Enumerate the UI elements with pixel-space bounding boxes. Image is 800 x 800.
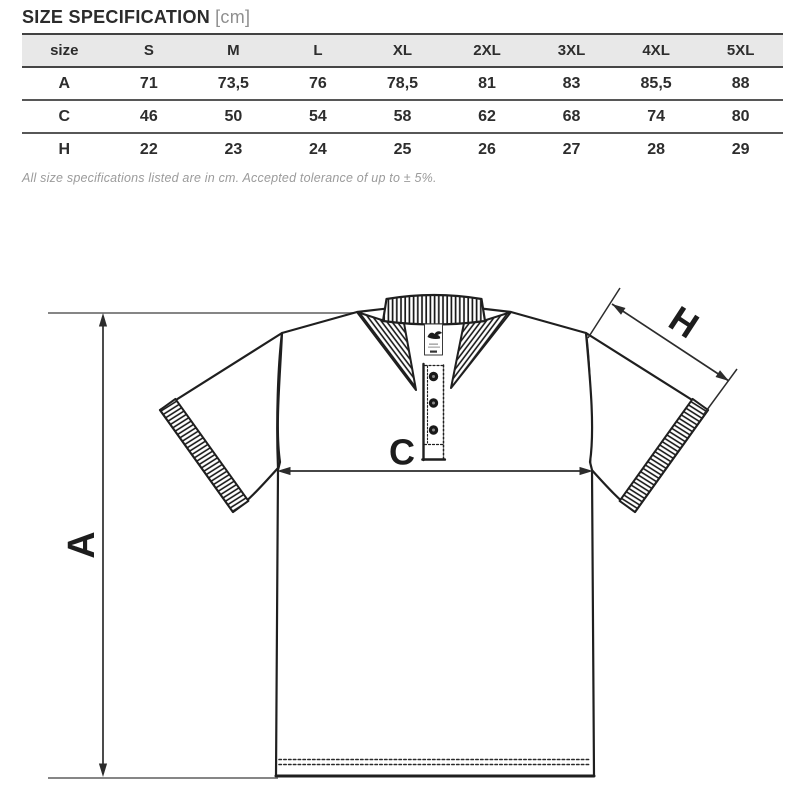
measurement-value: 74 (647, 107, 665, 125)
arrow-downright-icon (715, 370, 729, 381)
measurement-value: 58 (393, 107, 412, 125)
measurement-value: 85,5 (640, 74, 672, 92)
measurement-value: 78,5 (386, 74, 419, 92)
size-table: size S M L XL 2XL 3XL 4XL 5XL A 71 73,5 76 78,5 81 83 8… (22, 33, 783, 165)
size-column-header: 3XL (557, 42, 586, 59)
collar-back-band (381, 293, 487, 326)
garment-diagram: A C H (48, 287, 738, 779)
measurement-value: 88 (731, 74, 750, 92)
measurement-value: 29 (731, 140, 750, 158)
size-column-header: L (313, 42, 323, 59)
torso (274, 301, 596, 778)
size-header-row: size S M L XL 2XL 3XL 4XL 5XL (22, 34, 783, 67)
size-column-header: 2XL (473, 42, 501, 59)
dimension-h-extension-1 (587, 287, 621, 339)
measurement-value: 54 (309, 107, 327, 125)
dimension-h-extension-2 (703, 368, 738, 415)
brand-bird-logo (427, 331, 442, 339)
measurement-value: 76 (309, 74, 327, 92)
measurement-value: 24 (309, 140, 327, 158)
measurement-value: 26 (478, 140, 496, 158)
measurement-value: 62 (478, 107, 496, 125)
size-column-header: 4XL (642, 42, 670, 59)
measurement-row: C 46 50 54 58 62 68 74 80 (22, 100, 783, 133)
title-unit: [cm] (215, 7, 251, 27)
title-text: SIZE SPECIFICATION (22, 7, 211, 27)
size-column-header: 5XL (726, 42, 755, 59)
button-placket (421, 362, 447, 462)
page-title: SIZE SPECIFICATION[cm] (22, 7, 250, 28)
measurement-value: 68 (562, 107, 581, 125)
measurement-row: A 71 73,5 76 78,5 81 83 85,5 88 (22, 67, 783, 100)
tolerance-footnote: All size specifications listed are in cm… (22, 171, 437, 185)
arrow-down-icon (98, 763, 108, 777)
measurement-value: 50 (224, 107, 243, 125)
dimension-a-label: A (61, 531, 103, 558)
measurement-value: 71 (139, 74, 158, 92)
polo-shirt-drawing (158, 293, 710, 778)
neck-label (424, 323, 443, 356)
arrow-upleft-icon (612, 304, 626, 315)
arrow-right-icon (579, 466, 593, 476)
measurement-value: 22 (139, 140, 158, 158)
measurement-value: 80 (731, 107, 750, 125)
measurement-value: 23 (224, 140, 243, 158)
placket-buttons (428, 371, 439, 435)
measurement-value: 28 (647, 140, 665, 158)
arrow-up-icon (98, 313, 108, 327)
size-column-header: M (227, 42, 240, 59)
measurement-row: H 22 23 24 25 26 27 28 29 (22, 133, 783, 165)
measurement-label: A (58, 74, 71, 92)
arrow-left-icon (277, 466, 291, 476)
measurement-value: 73,5 (217, 74, 249, 92)
measurement-label: C (58, 107, 71, 125)
size-column-header: XL (392, 42, 413, 59)
dimension-c-label: C (389, 432, 415, 473)
dimension-c (277, 466, 593, 476)
measurement-label: H (58, 140, 71, 158)
right-cuff-rib (618, 397, 709, 513)
measurement-value: 83 (562, 74, 581, 92)
dimension-a (98, 313, 108, 777)
dimension-h (587, 287, 738, 415)
left-cuff-rib (159, 397, 250, 513)
measurement-value: 46 (139, 107, 158, 125)
dimension-h-line (611, 303, 730, 382)
size-column-header: S (143, 42, 154, 59)
measurement-value: 25 (393, 140, 412, 158)
dimension-h-label: H (662, 298, 706, 347)
measurement-value: 27 (562, 140, 581, 158)
corner-header: size (50, 42, 79, 59)
measurement-value: 81 (478, 74, 496, 92)
